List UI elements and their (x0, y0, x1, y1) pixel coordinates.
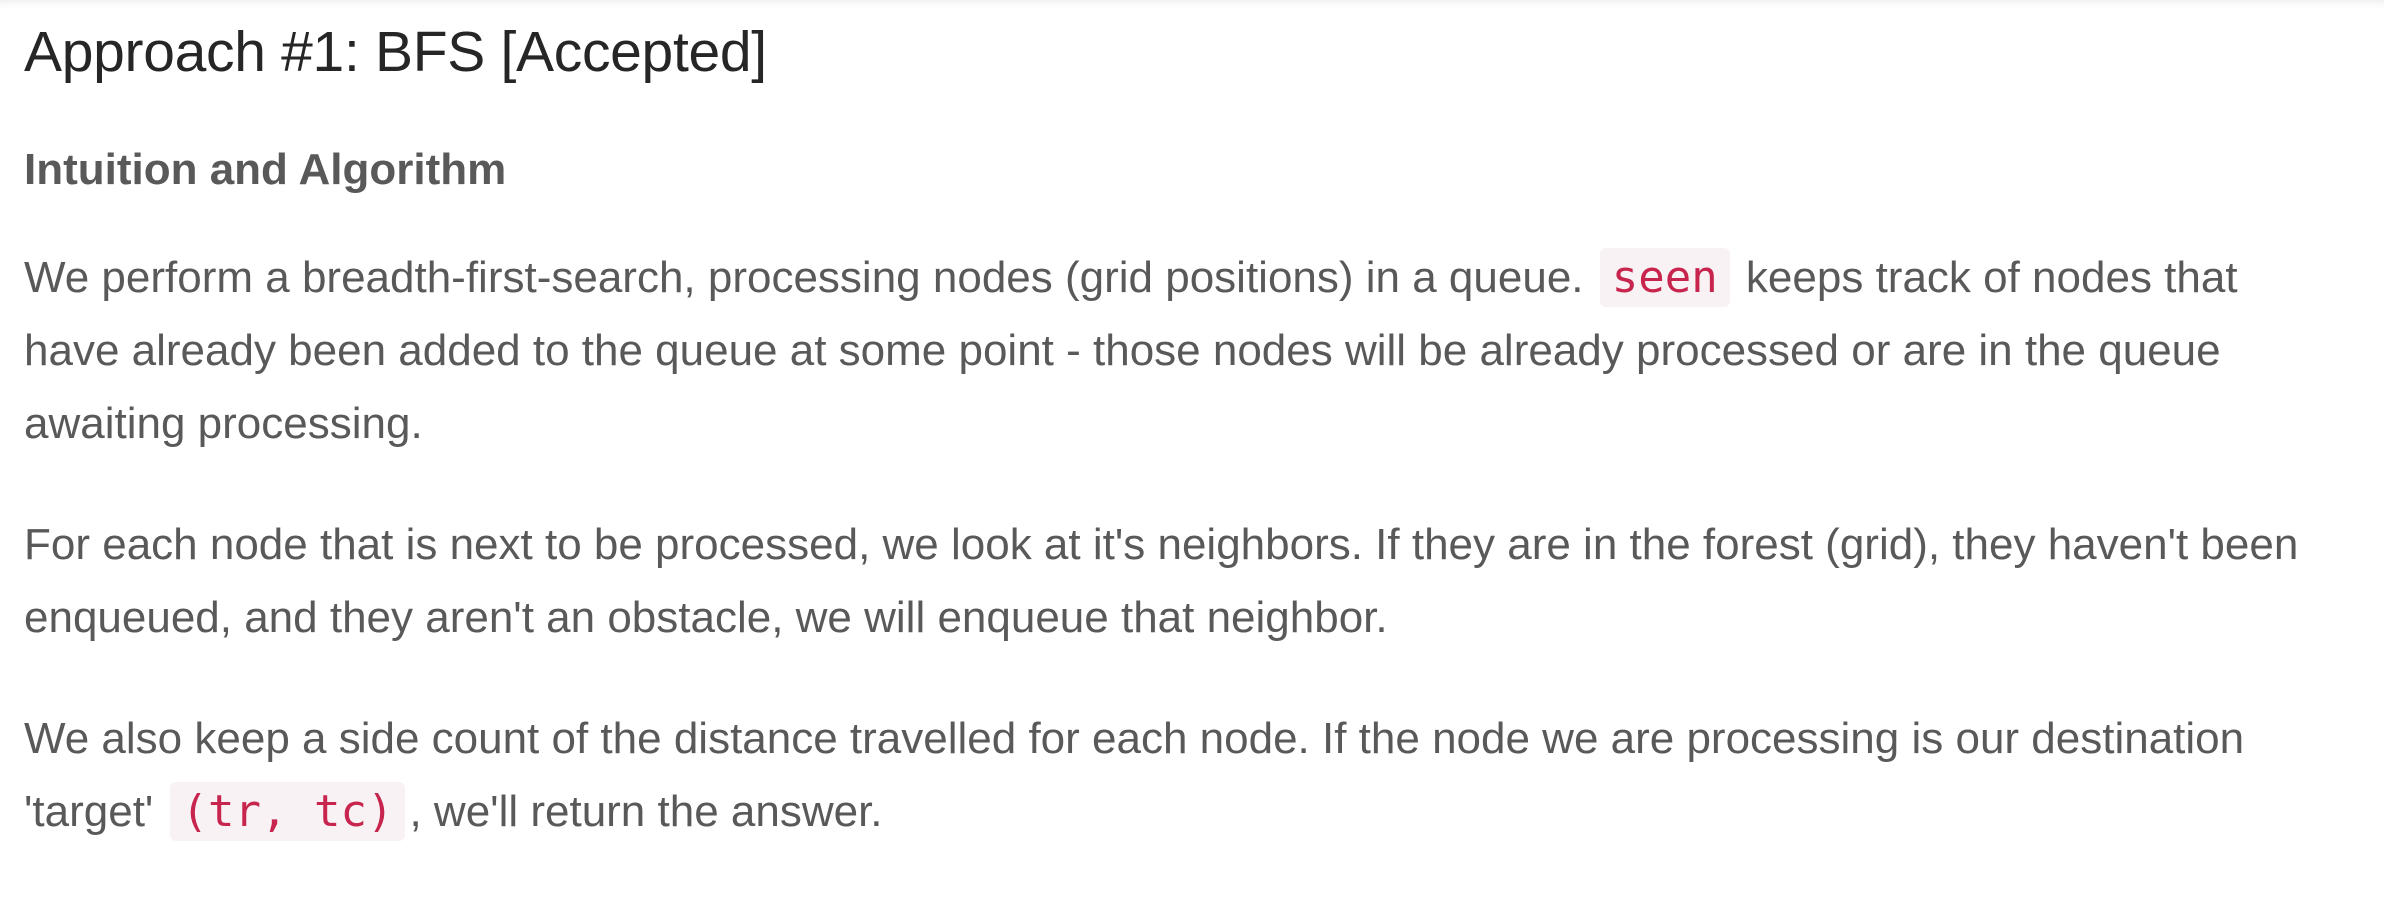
paragraph-neighbors: For each node that is next to be process… (24, 520, 2299, 642)
paragraph-text: keeps track of nodes that have already b… (24, 253, 2238, 448)
inline-code-target: (tr, tc) (169, 782, 406, 841)
paragraph-text: , we'll return the answer. (409, 787, 883, 836)
section-subtitle: Intuition and Algorithm (24, 145, 507, 194)
paragraph-bfs-intro: We perform a breadth-first-search, proce… (24, 241, 2324, 460)
paragraph-text: We perform a breadth-first-search, proce… (24, 253, 1596, 302)
inline-code-seen: seen (1599, 248, 1730, 307)
paragraph-text: We also keep a side count of the distanc… (24, 714, 2245, 836)
approach-title: Approach #1: BFS [Accepted] (24, 20, 767, 84)
paragraph-distance: We also keep a side count of the distanc… (24, 702, 2324, 848)
